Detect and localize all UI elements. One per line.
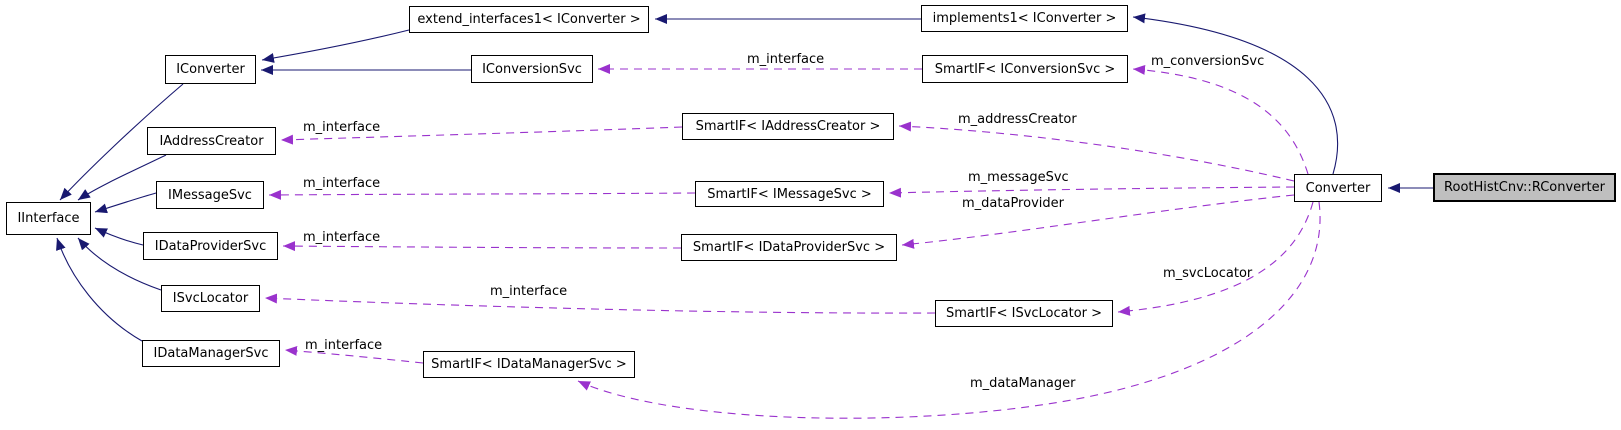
edge-label-m-dataprovider: m_dataProvider (962, 196, 1064, 211)
edge-inherits-isvclocator-iinterface (77, 237, 162, 291)
node-implements1[interactable]: implements1< IConverter > (921, 5, 1128, 32)
edge-label-m-interface-addresscreator: m_interface (303, 120, 381, 135)
node-extend-interfaces1[interactable]: extend_interfaces1< IConverter > (409, 6, 649, 33)
edge-label-m-interface-dataprovidersvc: m_interface (303, 230, 381, 245)
edge-usage-converter-smartif-idataprovidersvc (901, 194, 1295, 249)
edge-label-m-addresscreator: m_addressCreator (958, 112, 1077, 127)
node-smartif-idataprovidersvc[interactable]: SmartIF< IDataProviderSvc > (681, 234, 897, 261)
edge-inherits-idataprovidersvc-iinterface (94, 227, 144, 246)
edge-usage-smartif-imessagesvc-imessagesvc (268, 189, 696, 200)
edge-inherits-imessagesvc-iinterface (94, 192, 157, 214)
node-smartif-imessagesvc[interactable]: SmartIF< IMessageSvc > (695, 181, 884, 207)
node-roothistcnv-rconverter: RootHistCnv::RConverter (1433, 173, 1616, 202)
node-iinterface[interactable]: IInterface (6, 202, 91, 235)
edge-usage-converter-smartif-iconversionsvc (1132, 64, 1309, 175)
edge-label-m-svclocator: m_svcLocator (1163, 266, 1253, 281)
node-converter[interactable]: Converter (1294, 174, 1382, 202)
edge-label-m-conversionsvc: m_conversionSvc (1151, 54, 1265, 69)
node-smartif-isvclocator[interactable]: SmartIF< ISvcLocator > (935, 300, 1113, 327)
edge-usage-smartif-idataprovidersvc-idataprovidersvc (282, 241, 682, 252)
edge-inherits-iconverter-iinterface (59, 83, 184, 201)
edge-label-m-messagesvc: m_messageSvc (968, 170, 1069, 185)
edge-usage-converter-smartif-idatamanagersvc (577, 201, 1321, 419)
edge-usage-converter-smartif-isvclocator (1117, 201, 1314, 316)
node-iaddresscreator[interactable]: IAddressCreator (147, 127, 276, 155)
node-iconverter[interactable]: IConverter (165, 55, 256, 84)
edge-inherits-idatamanagersvc-iinterface (56, 237, 143, 342)
node-isvclocator[interactable]: ISvcLocator (161, 285, 260, 312)
node-iconversionsvc[interactable]: IConversionSvc (471, 55, 593, 83)
edge-label-m-interface-conversionsvc: m_interface (747, 52, 825, 67)
edge-inherits-iaddresscreator-iinterface (77, 154, 167, 201)
node-idatamanagersvc[interactable]: IDataManagerSvc (142, 340, 280, 367)
edge-label-m-datamanager: m_dataManager (970, 376, 1076, 391)
edge-inherits-extend-interfaces1-iconverter (261, 29, 410, 63)
edge-label-m-interface-svclocator: m_interface (490, 284, 568, 299)
edge-usage-converter-smartif-iaddresscreator (898, 121, 1295, 182)
node-idataprovidersvc[interactable]: IDataProviderSvc (143, 232, 278, 260)
node-smartif-iaddresscreator[interactable]: SmartIF< IAddressCreator > (682, 113, 894, 140)
edge-usage-smartif-isvclocator-isvclocator (264, 293, 936, 314)
edge-usage-smartif-iaddresscreator-iaddresscreator (280, 126, 683, 145)
node-smartif-iconversionsvc[interactable]: SmartIF< IConversionSvc > (922, 55, 1128, 83)
edge-inherits-converter-implements1 (1132, 13, 1339, 175)
edge-label-m-interface-messagesvc: m_interface (303, 176, 381, 191)
node-imessagesvc[interactable]: IMessageSvc (156, 181, 264, 209)
edge-label-m-interface-datamanagersvc: m_interface (305, 338, 383, 353)
node-smartif-idatamanagersvc[interactable]: SmartIF< IDataManagerSvc > (423, 351, 635, 378)
edge-usage-converter-smartif-imessagesvc (888, 186, 1295, 198)
